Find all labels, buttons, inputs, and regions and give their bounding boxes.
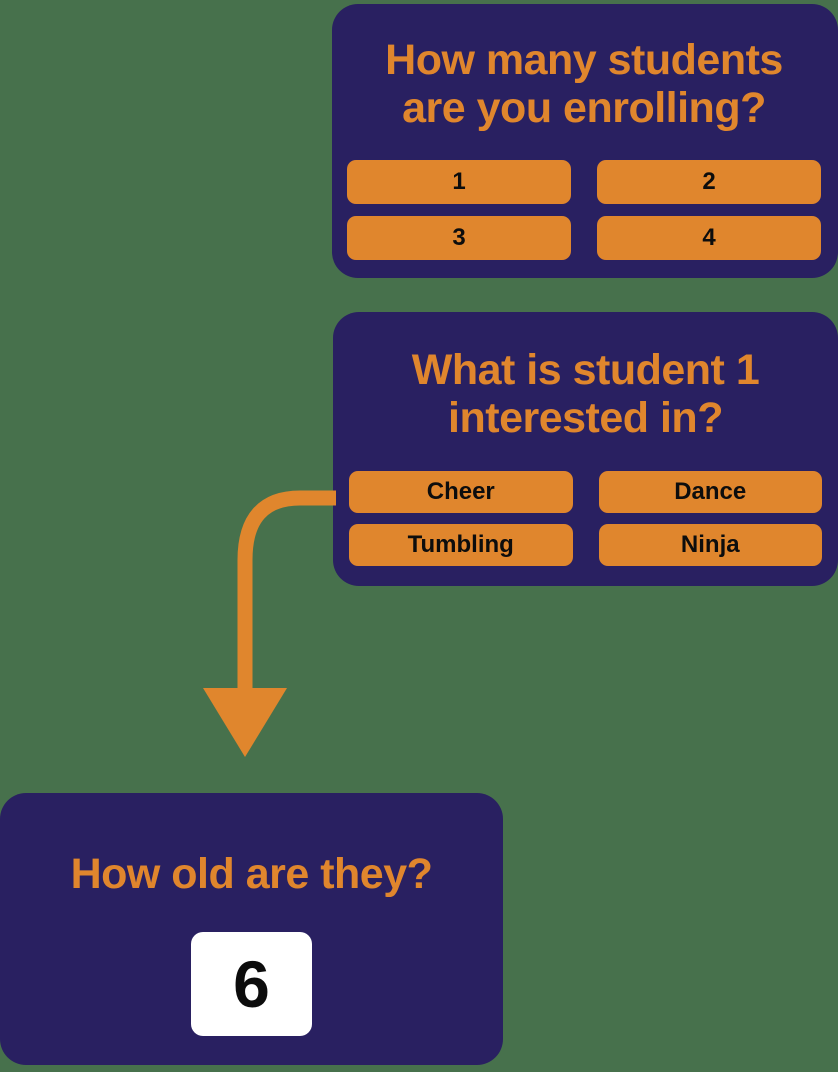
question-title-how-many: How many students are you enrolling? xyxy=(347,36,821,132)
age-input[interactable]: 6 xyxy=(191,932,312,1036)
question-card-student-interest: What is student 1 interested in? Cheer D… xyxy=(333,312,838,586)
question-line-1: What is student 1 xyxy=(411,346,760,394)
student-count-options-grid: 1 2 3 4 xyxy=(347,160,821,260)
option-button-dance[interactable]: Dance xyxy=(598,471,822,513)
question-title-age: How old are they? xyxy=(71,850,433,898)
option-button-count-1[interactable]: 1 xyxy=(347,160,571,204)
age-value: 6 xyxy=(233,947,270,1021)
question-card-how-many-students: How many students are you enrolling? 1 2… xyxy=(332,4,838,278)
option-button-tumbling[interactable]: Tumbling xyxy=(349,524,573,566)
arrow-line xyxy=(237,490,336,690)
question-line-1: How many students xyxy=(385,36,783,84)
option-button-count-2[interactable]: 2 xyxy=(597,160,821,204)
arrow-head-icon xyxy=(203,688,287,757)
question-line-1: How old are they? xyxy=(70,850,433,898)
option-button-count-3[interactable]: 3 xyxy=(347,216,571,260)
question-line-2: interested in? xyxy=(448,394,723,442)
option-button-cheer[interactable]: Cheer xyxy=(349,471,573,513)
option-button-ninja[interactable]: Ninja xyxy=(598,524,822,566)
question-line-2: are you enrolling? xyxy=(402,84,766,132)
interest-options-grid: Cheer Dance Tumbling Ninja xyxy=(349,471,822,566)
question-card-student-age: How old are they? 6 xyxy=(0,793,503,1065)
option-button-count-4[interactable]: 4 xyxy=(597,216,821,260)
question-title-interest: What is student 1 interested in? xyxy=(349,346,822,442)
